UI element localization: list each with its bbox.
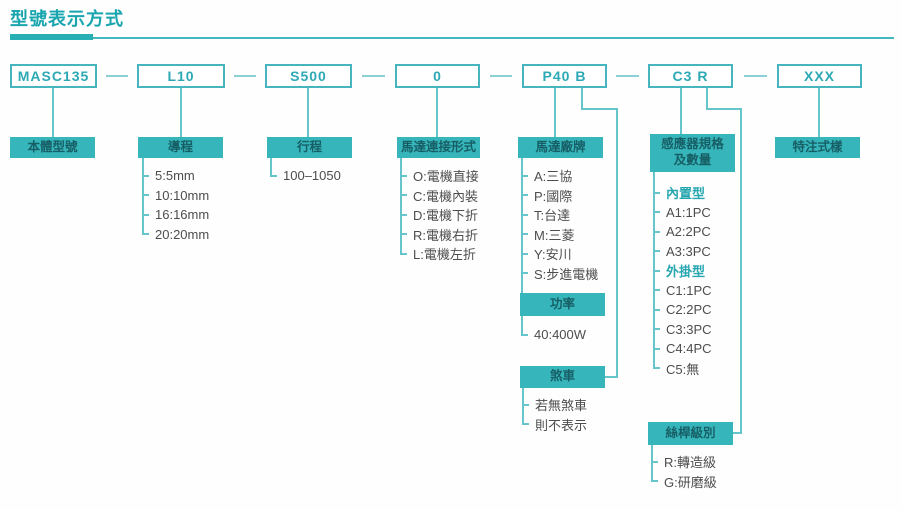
- connector-lead: [180, 88, 182, 137]
- option-item: A3:3PC: [653, 242, 712, 262]
- option-list-lead: 5:5mm 10:10mm 16:16mm 20:20mm: [142, 166, 209, 244]
- connector-special: [818, 88, 820, 137]
- option-item: A:三協: [521, 166, 598, 186]
- connector-brake-v1: [581, 88, 583, 110]
- option-item: Y:安川: [521, 244, 598, 264]
- group-label-power: 功率: [520, 293, 605, 316]
- segment-dash: [616, 75, 639, 77]
- connector-motor-brand: [554, 88, 556, 137]
- option-item: M:三菱: [521, 225, 598, 245]
- option-item: P:國際: [521, 186, 598, 206]
- option-group-header: 內置型: [653, 183, 712, 203]
- bracket-motor-brand: [521, 158, 523, 293]
- group-label-sensor-line2: 及數量: [673, 153, 712, 167]
- segment-box-lead: L10: [137, 64, 225, 88]
- segment-box-stroke: S500: [265, 64, 352, 88]
- title-underline: [10, 37, 894, 39]
- option-item: 20:20mm: [142, 225, 209, 245]
- segment-dash: [106, 75, 128, 77]
- bracket-stroke: [270, 158, 272, 176]
- connector-screw-h1: [706, 108, 742, 110]
- option-item: 16:16mm: [142, 205, 209, 225]
- option-list-motor-connection: O:電機直接 C:電機內裝 D:電機下折 R:電機右折 L:電機左折: [400, 166, 479, 264]
- connector-stroke: [307, 88, 309, 137]
- option-item: C:電機內裝: [400, 186, 479, 206]
- option-item: 則不表示: [522, 415, 587, 435]
- option-item: R:轉造級: [651, 452, 717, 472]
- connector-brake-h2: [605, 376, 618, 378]
- connector-screw-v2: [740, 108, 742, 434]
- option-item: T:台達: [521, 205, 598, 225]
- option-item: A1:1PC: [653, 203, 712, 223]
- option-item: C2:2PC: [653, 300, 712, 320]
- option-item: 若無煞車: [522, 395, 587, 415]
- connector-screw-h2: [733, 432, 742, 434]
- option-item: C3:3PC: [653, 320, 712, 340]
- connector-body: [52, 88, 54, 137]
- bracket-power: [521, 316, 523, 335]
- option-group-header: 外掛型: [653, 261, 712, 281]
- connector-brake-h1: [581, 108, 618, 110]
- option-list-brake: 若無煞車 則不表示: [522, 395, 587, 434]
- title-underline-accent: [10, 34, 93, 40]
- option-item: G:研磨級: [651, 472, 717, 492]
- group-label-motor-connection: 馬達連接形式: [397, 137, 480, 158]
- bracket-screw-grade: [651, 445, 653, 482]
- option-item: 40:400W: [521, 325, 586, 345]
- connector-brake-v2: [616, 108, 618, 378]
- option-item: L:電機左折: [400, 244, 479, 264]
- group-label-sensor: 感應器規格 及數量: [650, 134, 735, 172]
- option-list-sensor: 內置型 A1:1PC A2:2PC A3:3PC 外掛型 C1:1PC C2:2…: [653, 183, 712, 378]
- bracket-motor-connection: [400, 158, 402, 254]
- option-list-motor-brand: A:三協 P:國際 T:台達 M:三菱 Y:安川 S:步進電機: [521, 166, 598, 283]
- segment-dash: [744, 75, 767, 77]
- group-label-stroke: 行程: [267, 137, 352, 158]
- segment-box-sensor: C3 R: [648, 64, 733, 88]
- option-list-power: 40:400W: [521, 325, 586, 345]
- option-item: O:電機直接: [400, 166, 479, 186]
- connector-sensor: [680, 88, 682, 134]
- option-item: R:電機右折: [400, 225, 479, 245]
- group-label-brake: 煞車: [520, 366, 605, 388]
- group-label-screw-grade: 絲桿級別: [648, 422, 733, 445]
- connector-screw-v1: [706, 88, 708, 110]
- option-list-stroke: 100–1050: [270, 166, 341, 186]
- group-label-sensor-line1: 感應器規格: [661, 137, 724, 152]
- option-item: C5:無: [653, 359, 712, 379]
- option-item: D:電機下折: [400, 205, 479, 225]
- segment-dash: [234, 75, 256, 77]
- option-list-screw-grade: R:轉造級 G:研磨級: [651, 452, 717, 491]
- option-item: A2:2PC: [653, 222, 712, 242]
- option-item: 5:5mm: [142, 166, 209, 186]
- segment-dash: [362, 75, 385, 77]
- bracket-brake: [522, 388, 524, 425]
- option-item: 100–1050: [270, 166, 341, 186]
- group-label-body: 本體型號: [10, 137, 95, 158]
- group-label-lead: 導程: [138, 137, 223, 158]
- segment-box-motor-brand: P40 B: [522, 64, 607, 88]
- segment-dash: [490, 75, 512, 77]
- segment-box-body: MASC135: [10, 64, 97, 88]
- option-item: 10:10mm: [142, 186, 209, 206]
- option-item: C4:4PC: [653, 339, 712, 359]
- group-label-motor-brand: 馬達廠牌: [518, 137, 603, 158]
- segment-box-special: XXX: [777, 64, 862, 88]
- segment-box-motor-connection: 0: [395, 64, 480, 88]
- group-label-special: 特注式樣: [775, 137, 860, 158]
- connector-motor-connection: [436, 88, 438, 137]
- option-item: S:步進電機: [521, 264, 598, 284]
- option-item: C1:1PC: [653, 281, 712, 301]
- bracket-lead: [142, 158, 144, 234]
- page-title: 型號表示方式: [10, 9, 124, 29]
